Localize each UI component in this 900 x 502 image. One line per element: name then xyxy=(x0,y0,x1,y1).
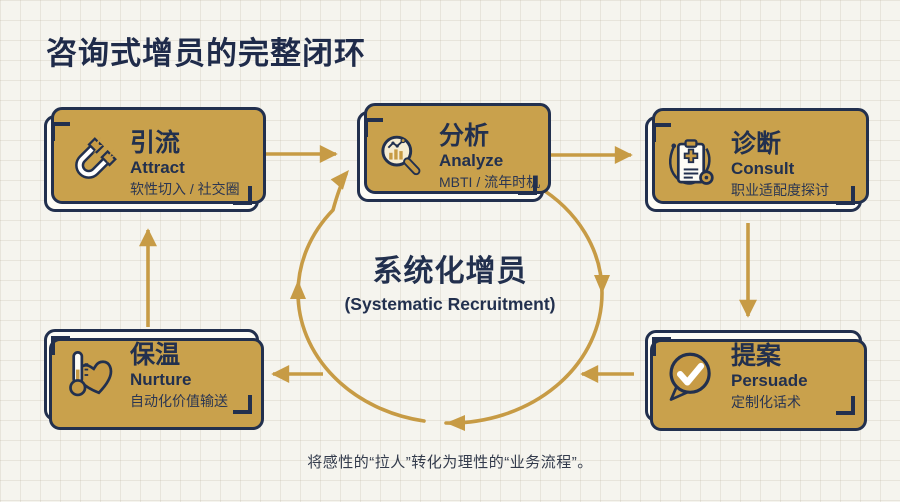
node-desc: 职业适配度探讨 xyxy=(731,181,829,198)
magnifier-chart-icon xyxy=(374,130,428,184)
node-card-nurture: 保温 Nurture 自动化价值输送 xyxy=(44,329,259,421)
node-title-en: Persuade xyxy=(731,370,808,390)
corner-bracket-icon xyxy=(652,337,671,356)
corner-bracket-icon xyxy=(364,118,383,137)
node-title-en: Attract xyxy=(130,158,185,178)
node-title-zh: 分析 xyxy=(439,122,490,151)
node-title-en: Analyze xyxy=(439,151,504,171)
node-card-consult: 诊断 Consult 职业适配度探讨 xyxy=(645,116,862,212)
node-card-attract: 引流 Attract 软性切入 / 社交圈 xyxy=(44,115,259,212)
heart-thermometer-icon xyxy=(61,346,119,404)
corner-bracket-icon xyxy=(51,122,70,141)
page-title: 咨询式增员的完整闭环 xyxy=(46,36,366,71)
clipboard-stethoscope-icon xyxy=(662,135,720,193)
corner-bracket-icon xyxy=(652,123,671,142)
node-desc: MBTI / 流年时机 xyxy=(439,174,541,191)
node-title-zh: 诊断 xyxy=(731,129,782,158)
corner-bracket-icon xyxy=(518,176,537,195)
node-title-en: Consult xyxy=(731,158,795,178)
node-title-zh: 引流 xyxy=(130,129,181,158)
corner-bracket-icon xyxy=(233,186,252,205)
node-title-zh: 保温 xyxy=(130,340,181,369)
node-title-zh: 提案 xyxy=(731,341,782,370)
node-desc: 软性切入 / 社交圈 xyxy=(130,181,240,198)
center-title-en: (Systematic Recruitment) xyxy=(344,294,556,314)
bottom-caption: 将感性的“拉人”转化为理性的“业务流程”。 xyxy=(307,454,593,471)
magnet-icon xyxy=(61,135,119,193)
corner-bracket-icon xyxy=(51,336,70,355)
ring-arrowhead-right xyxy=(594,275,610,294)
ring-arrowhead-bottom xyxy=(446,415,465,431)
center-label: 系统化增员 (Systematic Recruitment) xyxy=(295,246,605,315)
ring-arrowhead-top xyxy=(330,170,349,190)
corner-bracket-icon xyxy=(836,186,855,205)
node-card-persuade: 提案 Persuade 定制化话术 xyxy=(645,330,862,422)
node-desc: 定制化话术 xyxy=(731,393,801,410)
ring-arrowhead-left xyxy=(290,280,306,299)
node-card-analyze: 分析 Analyze MBTI / 流年时机 xyxy=(357,111,544,202)
corner-bracket-icon xyxy=(233,395,252,414)
node-desc: 自动化价值输送 xyxy=(130,392,228,409)
node-title-en: Nurture xyxy=(130,369,192,389)
corner-bracket-icon xyxy=(836,396,855,415)
chat-check-icon xyxy=(662,347,720,405)
center-title-zh: 系统化增员 xyxy=(372,255,528,288)
